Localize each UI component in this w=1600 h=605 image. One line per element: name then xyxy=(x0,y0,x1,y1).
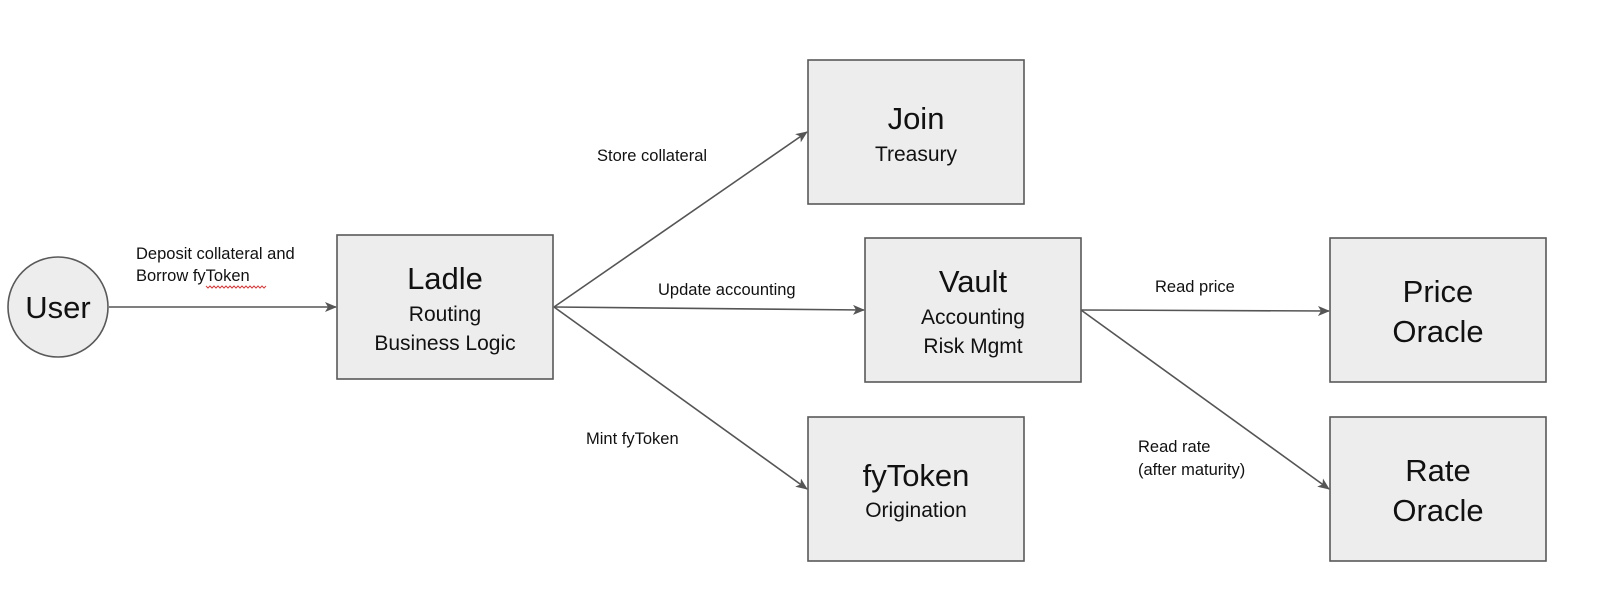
fytoken-title: fyToken xyxy=(863,458,970,493)
edge-ladle-to-join xyxy=(553,131,808,308)
node-price-oracle: Price Oracle xyxy=(1329,237,1547,383)
edge-label-vault-rate-2: (after maturity) xyxy=(1138,461,1245,479)
ladle-title: Ladle xyxy=(407,261,483,296)
vault-title: Vault xyxy=(939,264,1008,299)
ladle-subtitle-2: Business Logic xyxy=(374,332,515,355)
price-oracle-line-2: Oracle xyxy=(1392,314,1483,349)
spellcheck-underline xyxy=(205,285,267,289)
rate-oracle-box xyxy=(1329,416,1547,562)
vault-subtitle-1: Accounting xyxy=(921,306,1025,329)
edge-ladle-to-vault xyxy=(553,304,865,315)
rate-oracle-line-1: Rate xyxy=(1405,453,1470,488)
user-title: User xyxy=(25,290,90,325)
edge-label-vault-rate-1: Read rate xyxy=(1138,438,1210,456)
ladle-box xyxy=(336,234,554,380)
price-oracle-box xyxy=(1329,237,1547,383)
edge-ladle-to-fytoken xyxy=(553,306,808,490)
user-circle xyxy=(7,256,109,358)
node-fytoken: fyToken Origination xyxy=(807,416,1025,562)
vault-box xyxy=(864,237,1082,383)
edge-label-ladle-vault: Update accounting xyxy=(658,281,796,299)
join-subtitle: Treasury xyxy=(875,143,958,166)
join-box xyxy=(807,59,1025,205)
node-join: Join Treasury xyxy=(807,59,1025,205)
edge-label-user-ladle-1: Deposit collateral and xyxy=(136,245,295,263)
fytoken-box xyxy=(807,416,1025,562)
edge-label-vault-price: Read price xyxy=(1155,278,1235,296)
node-user: User xyxy=(7,256,109,358)
edge-label-ladle-join: Store collateral xyxy=(597,147,707,165)
edge-vault-to-price-oracle xyxy=(1080,305,1330,316)
price-oracle-line-1: Price xyxy=(1403,274,1474,309)
fytoken-subtitle: Origination xyxy=(865,499,967,522)
rate-oracle-line-2: Oracle xyxy=(1392,493,1483,528)
ladle-subtitle-1: Routing xyxy=(409,303,481,326)
node-vault: Vault Accounting Risk Mgmt xyxy=(864,237,1082,383)
edge-vault-to-rate-oracle xyxy=(1080,309,1330,490)
vault-subtitle-2: Risk Mgmt xyxy=(923,335,1022,358)
join-title: Join xyxy=(888,101,945,136)
node-ladle: Ladle Routing Business Logic xyxy=(336,234,554,380)
edge-label-user-ladle-2: Borrow fyToken xyxy=(136,267,250,285)
edge-label-ladle-fytoken: Mint fyToken xyxy=(586,430,679,448)
node-rate-oracle: Rate Oracle xyxy=(1329,416,1547,562)
